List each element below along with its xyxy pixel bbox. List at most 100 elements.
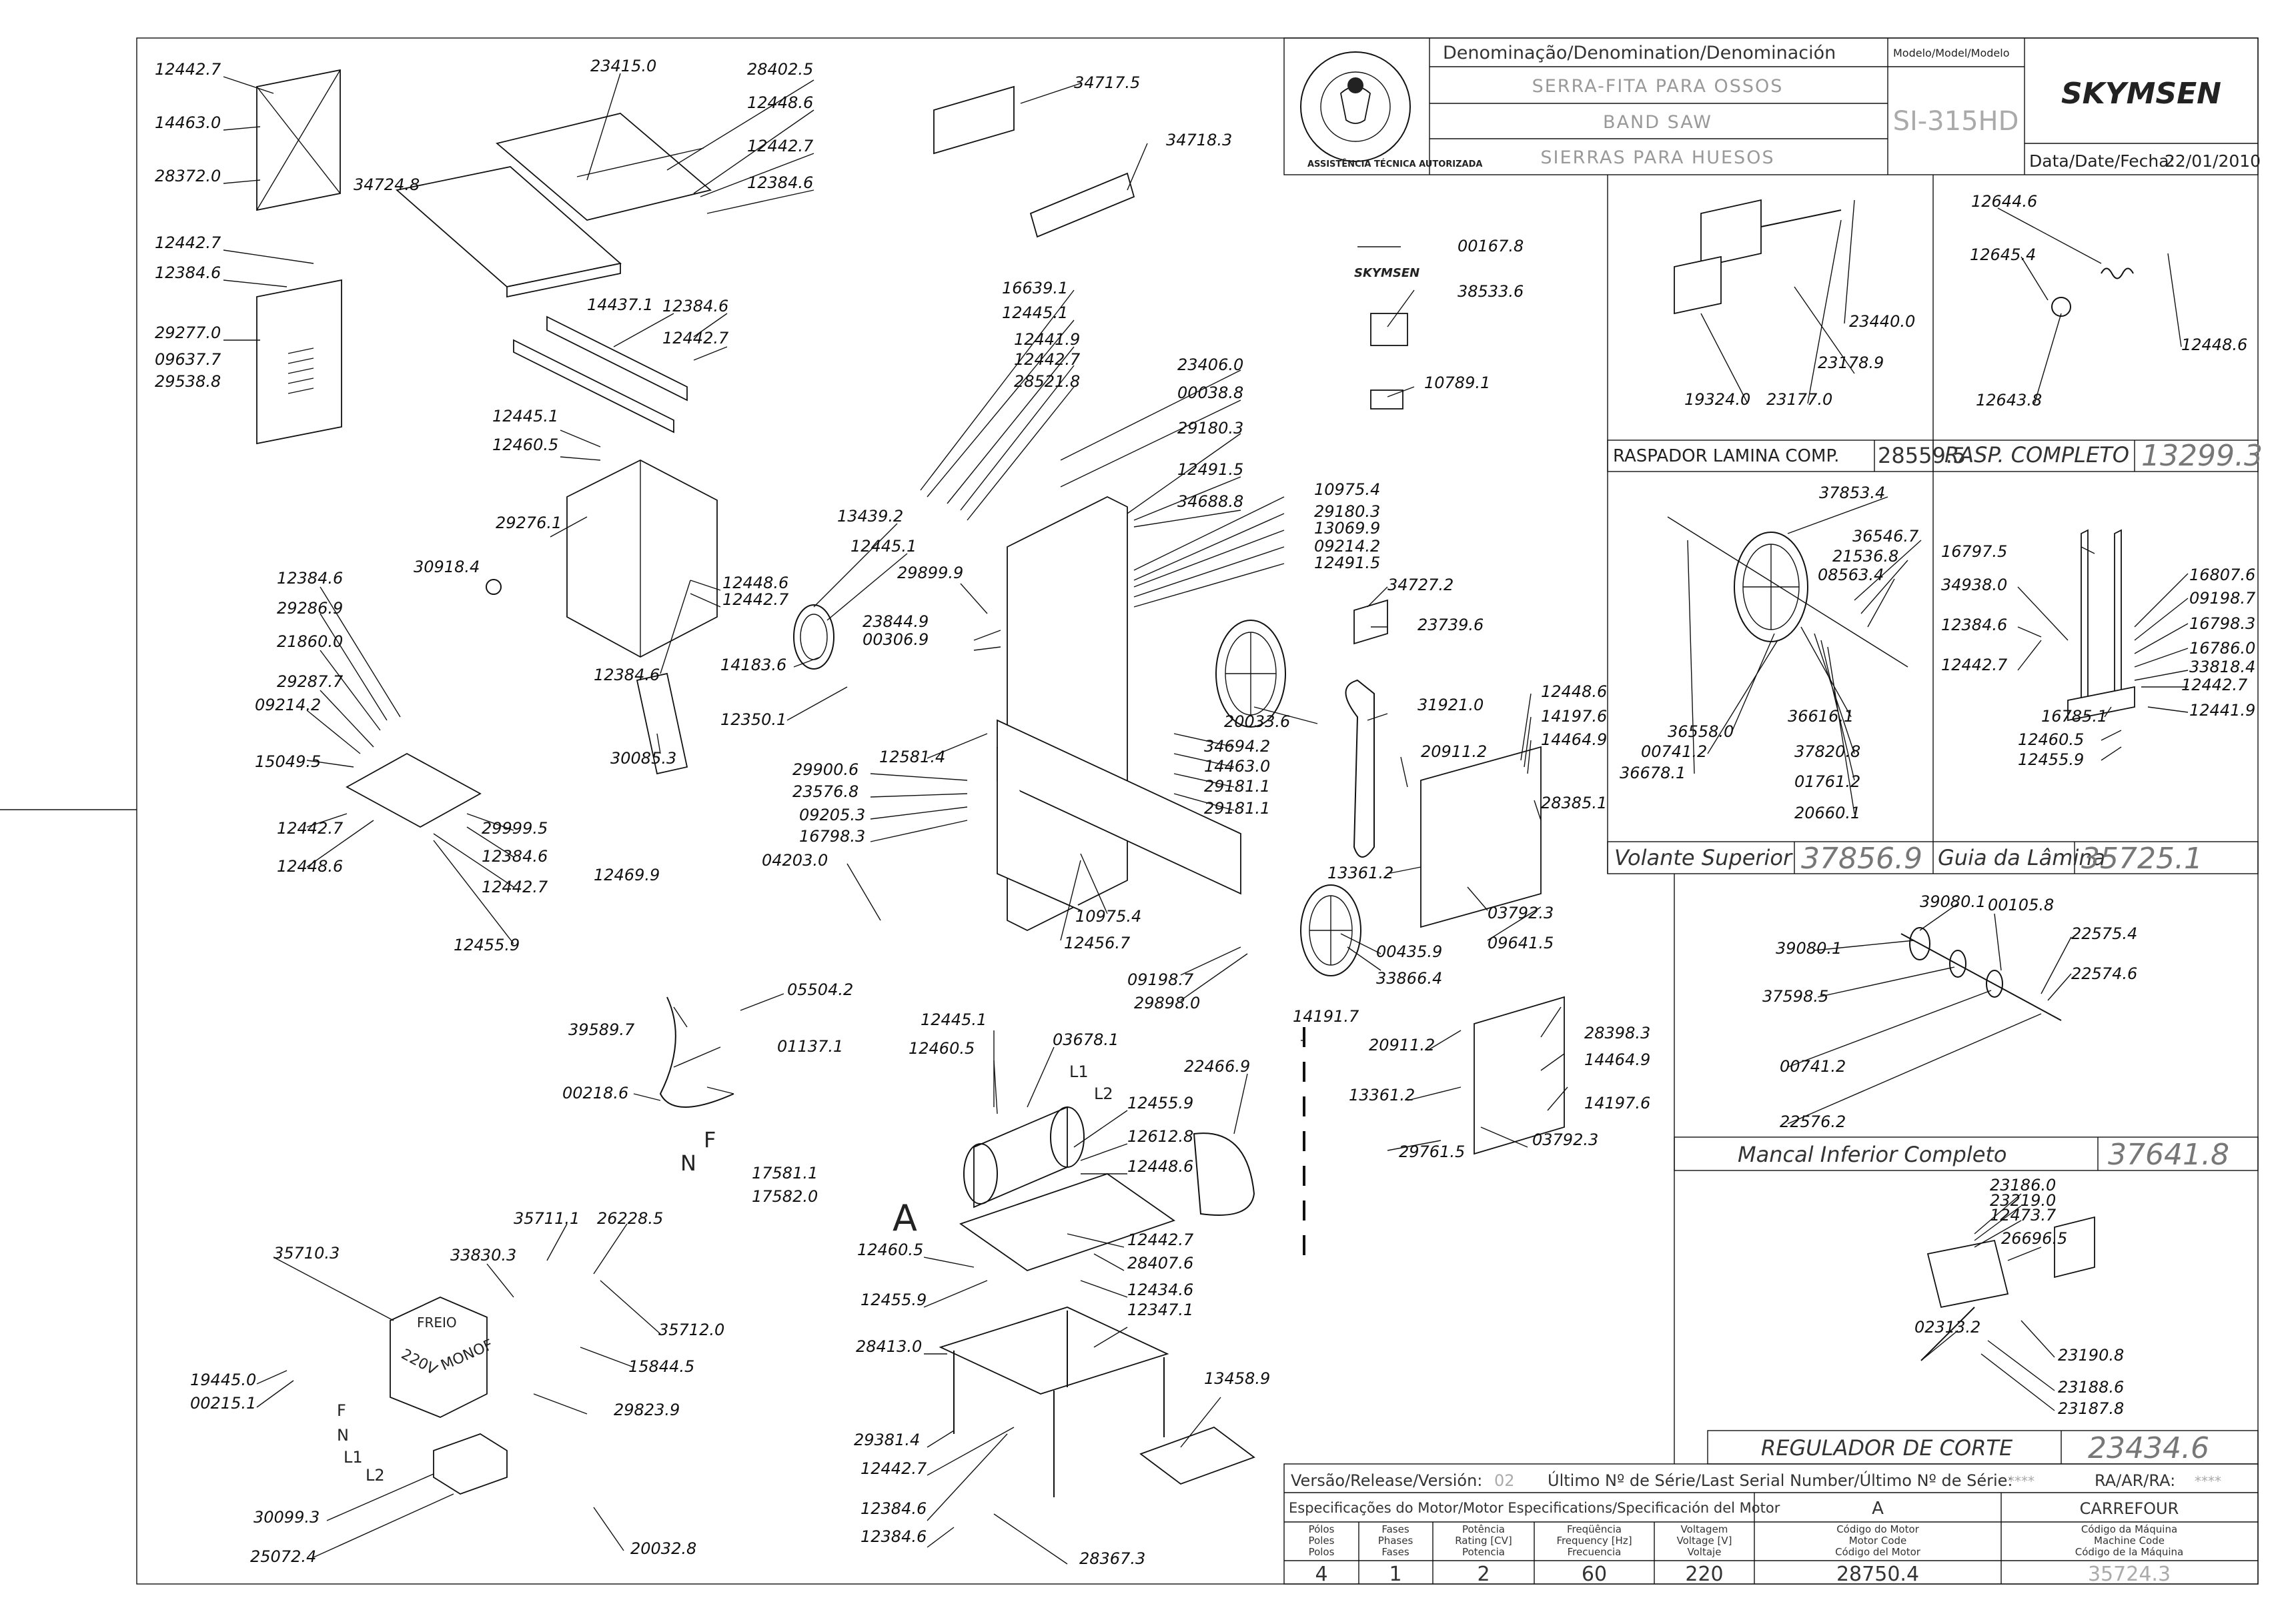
part-label: 14463.0 — [155, 113, 221, 132]
serial-label: Último Nº de Série/Last Serial Number/Úl… — [1548, 1470, 2013, 1490]
version-label: Versão/Release/Versión: — [1291, 1471, 1482, 1490]
spec-poles-value: 4 — [1315, 1563, 1327, 1586]
part-label: 16798.3 — [2189, 614, 2255, 633]
part-label: 12645.4 — [1970, 245, 2036, 264]
part-label: 12442.7 — [277, 819, 344, 838]
part-label: 00741.2 — [1641, 742, 1707, 761]
part-label: 12491.5 — [1314, 554, 1380, 572]
spec-rating-l2: Rating [CV] — [1455, 1535, 1512, 1547]
spec-freq-l1: Freqüência — [1567, 1523, 1622, 1535]
part-label: 12445.1 — [921, 1010, 987, 1029]
part-label: 12455.9 — [454, 936, 520, 954]
part-label: 12473.7 — [1990, 1206, 2057, 1225]
part-label: 20911.2 — [1421, 742, 1487, 761]
part-label: 12384.6 — [155, 263, 221, 282]
part-label: 12442.7 — [860, 1459, 927, 1478]
part-label: 29287.7 — [277, 672, 344, 691]
part-label: 04203.0 — [762, 851, 828, 870]
part-label: 29181.1 — [1204, 799, 1270, 818]
part-label: 35711.1 — [514, 1209, 580, 1228]
part-label: 12612.8 — [1127, 1127, 1193, 1146]
authorized-service-seal — [1300, 51, 1411, 162]
part-label: 12441.9 — [1014, 330, 1080, 349]
part-label: 16786.0 — [2189, 639, 2255, 658]
part-label: 29823.9 — [614, 1401, 680, 1419]
motor — [963, 1106, 1085, 1208]
part-label: 23440.0 — [1849, 312, 1915, 331]
denomination-label: Denominação/Denomination/Denominación — [1443, 43, 1836, 63]
part-label: 12441.9 — [2189, 701, 2255, 720]
part-label: 00306.9 — [863, 630, 929, 649]
spec-phases-l2: Phases — [1378, 1535, 1413, 1547]
part-label: 23844.9 — [863, 612, 929, 631]
part-label: 12442.7 — [155, 60, 221, 79]
part-label: 23190.8 — [2058, 1346, 2124, 1365]
part-label: 15844.5 — [628, 1357, 694, 1376]
part-label: 36558.0 — [1668, 722, 1734, 741]
part-label: 29180.3 — [1314, 502, 1380, 521]
subassembly-panels: RASPADOR LAMINA COMP. 28559.5 RASP. COMP… — [1607, 175, 2263, 1465]
part-label: 14437.1 — [587, 295, 653, 314]
part-label: 03678.1 — [1053, 1030, 1119, 1049]
spec-phases-l3: Fases — [1381, 1546, 1409, 1558]
part-label: 00435.9 — [1376, 942, 1442, 961]
motor-code-l1: Código do Motor — [1836, 1523, 1919, 1535]
upper-wheel — [1215, 620, 1286, 728]
part-label: 03792.3 — [1532, 1130, 1598, 1149]
part-label: 14464.9 — [1584, 1050, 1650, 1069]
model-label: Modelo/Model/Modelo — [1893, 47, 2009, 59]
freio-label: FREIO — [417, 1315, 457, 1331]
part-label: 35710.3 — [273, 1244, 340, 1263]
name-en: BAND SAW — [1603, 112, 1712, 133]
part-label: 17582.0 — [752, 1187, 818, 1206]
part-label: 19445.0 — [190, 1371, 256, 1389]
part-label: 23576.8 — [792, 782, 858, 801]
wire-L2: L2 — [366, 1466, 385, 1485]
part-label: 21536.8 — [1832, 547, 1898, 566]
part-label: 00741.2 — [1780, 1057, 1846, 1076]
part-label: 00167.8 — [1458, 237, 1524, 255]
part-label: 12442.7 — [155, 233, 221, 252]
part-label: 16785.1 — [2041, 707, 2107, 726]
spec-rating-l3: Potencia — [1462, 1546, 1505, 1558]
part-label: 20911.2 — [1369, 1036, 1435, 1054]
part-label: 09637.7 — [155, 350, 221, 369]
spec-volt-l3: Voltaje — [1688, 1546, 1722, 1558]
part-label: 34727.2 — [1387, 576, 1454, 594]
wire-L1: L1 — [344, 1448, 363, 1467]
part-label: 22574.6 — [2071, 964, 2137, 983]
spec-phases-value: 1 — [1389, 1563, 1401, 1586]
part-label: 28367.3 — [1079, 1549, 1145, 1568]
part-label: 01137.1 — [777, 1037, 843, 1056]
seal-text: ASSISTÊNCIA TÉCNICA AUTORIZADA — [1307, 159, 1482, 169]
part-label: 12347.1 — [1127, 1301, 1193, 1319]
part-label: 29276.1 — [496, 514, 562, 532]
part-label: 20660.1 — [1794, 804, 1860, 822]
assembly-name-2: RASP. COMPLETO — [1944, 442, 2129, 468]
part-label: 34688.8 — [1177, 492, 1243, 511]
part-label: 23177.0 — [1766, 390, 1832, 409]
part-label: 12448.6 — [277, 857, 343, 876]
part-label: 29381.4 — [854, 1431, 920, 1449]
part-label: 10975.4 — [1314, 480, 1380, 499]
spec-volt-l2: Voltage [V] — [1677, 1535, 1732, 1547]
part-label: 12442.7 — [1941, 656, 2008, 674]
part-label: 12350.1 — [720, 710, 786, 729]
part-label: 12442.7 — [1014, 350, 1081, 369]
part-label: 12442.7 — [747, 137, 814, 155]
part-label: 34694.2 — [1204, 737, 1270, 756]
part-label: 26228.5 — [597, 1209, 663, 1228]
spec-rating-value: 2 — [1477, 1563, 1490, 1586]
part-label: 29277.0 — [155, 323, 221, 342]
part-label: 12384.6 — [1941, 616, 2007, 634]
part-label: 12384.6 — [860, 1499, 927, 1518]
part-label: 00038.8 — [1177, 383, 1243, 402]
part-label: 14197.6 — [1584, 1094, 1650, 1112]
assembly-code-5: 37641.8 — [2108, 1138, 2229, 1172]
part-label: 13439.2 — [837, 507, 903, 526]
name-pt: SERRA-FITA PARA OSSOS — [1532, 76, 1784, 97]
part-label: 12460.5 — [857, 1241, 923, 1259]
assembly-code-4: 35725.1 — [2081, 842, 2203, 876]
part-label: 37598.5 — [1762, 987, 1828, 1006]
part-label: 12455.9 — [860, 1291, 927, 1309]
